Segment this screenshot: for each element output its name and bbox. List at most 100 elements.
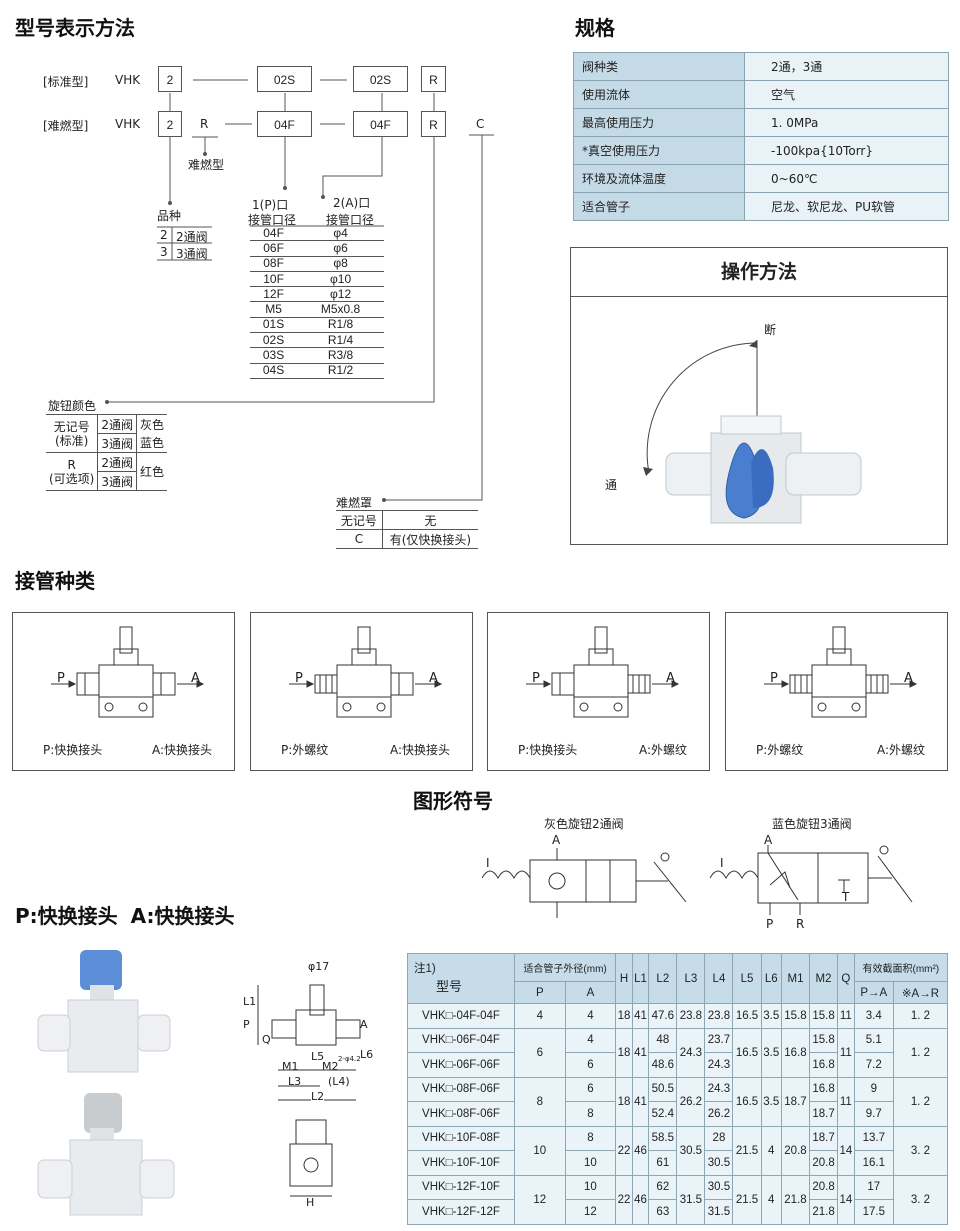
port2-subtitle: 接管口径 xyxy=(326,213,375,227)
m2-cell: 18.7 xyxy=(809,1125,839,1151)
l4-cell: 31.5 xyxy=(704,1199,734,1225)
port-size: M5x0.8 xyxy=(297,301,384,318)
l3-cell: 23.8 xyxy=(676,1003,706,1029)
spec-row: 使用流体空气 xyxy=(573,80,949,109)
h-cell: 18 xyxy=(615,1076,633,1127)
port-code: 02S xyxy=(250,332,298,349)
l1-cell: 41 xyxy=(631,1076,650,1127)
port-code: 04S xyxy=(250,363,298,379)
port-size: R1/8 xyxy=(297,317,384,334)
m2-cell: 15.8 xyxy=(809,1027,839,1053)
l2-cell: 47.6 xyxy=(648,1003,678,1029)
port-size: φ10 xyxy=(297,271,384,288)
spec-label: 阀种类 xyxy=(573,52,745,81)
variety-code: 2 xyxy=(160,228,168,242)
ar-cell: 3. 2 xyxy=(892,1125,949,1176)
a-cell: 6 xyxy=(564,1076,617,1102)
fr-note: 难燃型 xyxy=(188,158,225,172)
col-header-h: H xyxy=(615,953,633,1004)
knob-color: 灰色 xyxy=(140,417,165,432)
p-cell: 10 xyxy=(514,1125,566,1176)
symbol-2way-label: 灰色旋钮2通阀 xyxy=(544,817,624,831)
dim-label: H xyxy=(306,1196,315,1209)
cover-title: 难燃罩 xyxy=(336,496,373,510)
fitting-drawing xyxy=(764,626,918,718)
standard-type-label: [标准型] xyxy=(43,75,89,89)
port-code: 10F xyxy=(250,271,298,288)
port-a-label: A xyxy=(191,671,200,686)
p-port-type: P:快换接头 xyxy=(43,743,103,757)
std-variety-box: 2 xyxy=(158,66,182,92)
port-size: R3/8 xyxy=(297,347,384,364)
spec-row: 适合管子尼龙、软尼龙、PU软管 xyxy=(573,192,949,221)
pa-cell: 5.1 xyxy=(853,1027,894,1053)
spec-value: 2通，3通 xyxy=(744,52,949,81)
fr-port1-box: 04F xyxy=(257,111,312,137)
spec-value: 空气 xyxy=(744,80,949,109)
spec-value: -100kpa{10Torr} xyxy=(744,136,949,165)
port-p-label: P xyxy=(770,671,778,686)
p-cell: 8 xyxy=(514,1076,566,1127)
l3-cell: 24.3 xyxy=(676,1027,706,1078)
port-size: φ12 xyxy=(297,286,384,303)
port-code: 03S xyxy=(250,347,298,364)
port-size: R1/2 xyxy=(297,363,384,379)
knob-code: R xyxy=(67,457,76,472)
port-size: R1/4 xyxy=(297,332,384,349)
standard-prefix: VHK xyxy=(115,73,141,87)
a-cell: 12 xyxy=(564,1199,617,1225)
port-code: 06F xyxy=(250,240,298,257)
area-header: 有效截面积(mm²) xyxy=(853,953,949,982)
knob-code-note: (可选项) xyxy=(49,471,95,486)
spec-label: *真空使用压力 xyxy=(573,136,745,165)
l3-cell: 31.5 xyxy=(676,1174,706,1225)
fr-port2-box: 04F xyxy=(353,111,408,137)
l4-cell: 24.3 xyxy=(704,1052,734,1078)
spec-label: 最高使用压力 xyxy=(573,108,745,137)
knob-valve: 3通阀 xyxy=(97,471,138,491)
l6-cell: 3.5 xyxy=(760,1003,782,1029)
ar-cell: 3. 2 xyxy=(892,1174,949,1225)
symbol-label: R xyxy=(796,917,805,931)
graphic-symbols xyxy=(481,845,913,918)
operation-title: 操作方法 xyxy=(571,248,947,297)
symbol-3way-valve xyxy=(709,845,913,915)
l4-cell: 30.5 xyxy=(704,1174,734,1200)
p-a-header: P→A xyxy=(853,981,894,1004)
l5-cell: 16.5 xyxy=(732,1027,762,1078)
l6-cell: 4 xyxy=(760,1125,782,1176)
port-p-label: P xyxy=(57,671,65,686)
blue-knob-valve-photo xyxy=(37,950,171,1073)
model-cell: VHK□-10F-10F xyxy=(407,1150,515,1176)
tube-od-header: 适合管子外径(mm) xyxy=(513,953,617,982)
q-cell: 11 xyxy=(837,1027,855,1078)
pa-cell: 17 xyxy=(853,1174,894,1200)
a-cell: 4 xyxy=(564,1003,617,1029)
a-cell: 10 xyxy=(564,1174,617,1200)
m1-cell: 20.8 xyxy=(780,1125,811,1176)
p-port-type: P:外螺纹 xyxy=(756,743,804,757)
fr-r-code: R xyxy=(200,117,209,131)
fr-knob-box: R xyxy=(421,111,446,137)
port-code: 08F xyxy=(250,256,298,272)
dim-label: L6 xyxy=(360,1048,374,1061)
l2-cell: 58.5 xyxy=(648,1125,678,1151)
knob-valve: 3通阀 xyxy=(97,433,138,453)
model-cell: VHK□-12F-10F xyxy=(407,1174,515,1200)
l6-cell: 4 xyxy=(760,1174,782,1225)
spec-row: *真空使用压力-100kpa{10Torr} xyxy=(573,136,949,165)
fitting-drawing xyxy=(51,626,205,718)
model-cell: VHK□-12F-12F xyxy=(407,1199,515,1225)
dim-label: 2-φ4.2 xyxy=(338,1055,361,1063)
knob-code: 无记号 xyxy=(53,419,90,434)
ar-cell: 1. 2 xyxy=(892,1003,949,1029)
